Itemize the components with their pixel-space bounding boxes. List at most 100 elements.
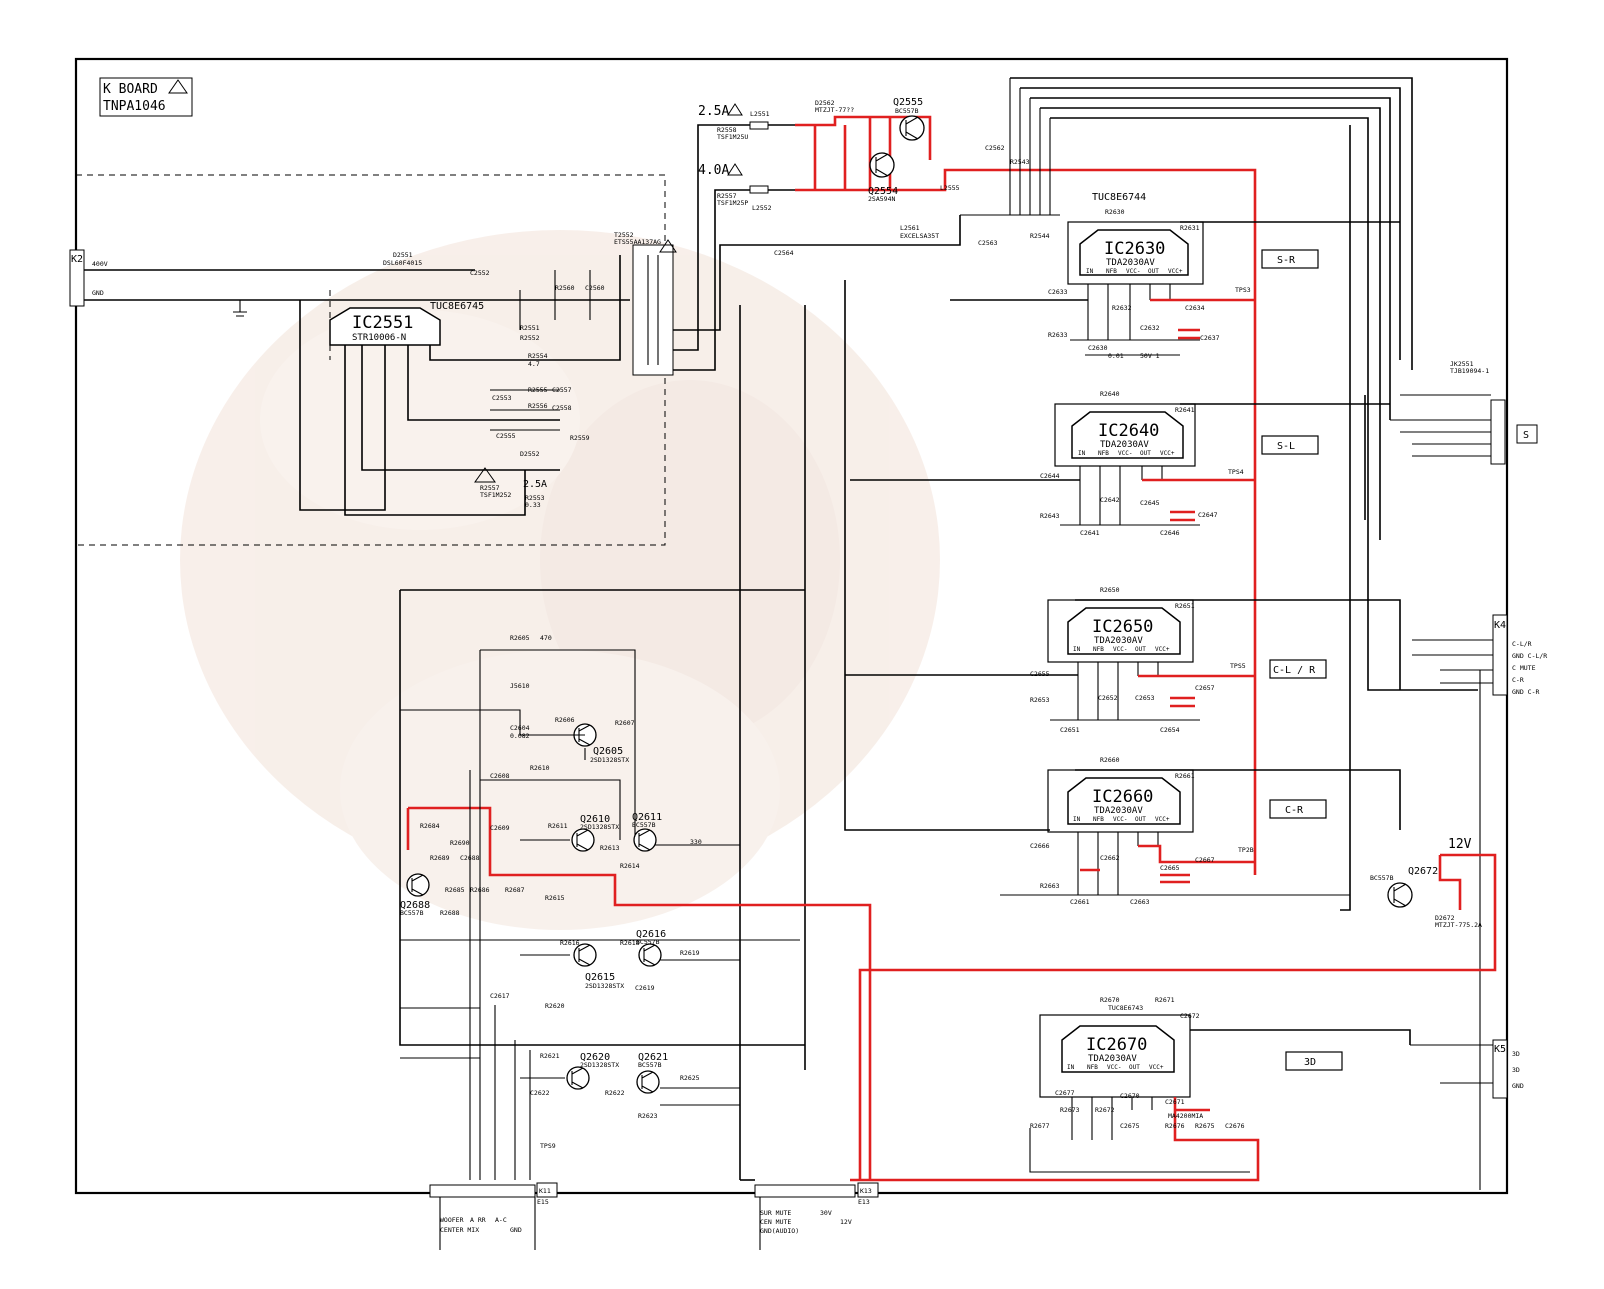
- ic2650: IC2650 TDA2030AV IN NFB VCC- OUT VCC+: [1047, 599, 1194, 663]
- ic2630-val-a: 0.01: [1108, 352, 1124, 360]
- q2621-label: Q2621: [638, 1052, 668, 1063]
- r2557-label: R2557: [480, 484, 500, 492]
- q2615: Q2615 2SD1328STX: [573, 943, 624, 990]
- red-trace-12v: [858, 853, 1497, 1180]
- tp-s5-label: TPS5: [1230, 662, 1246, 670]
- c2557-label: C2557: [552, 386, 572, 394]
- red-trace-reg-vert2: [813, 125, 847, 190]
- ic2650-pin-in: IN: [1073, 646, 1081, 653]
- l2561-part: EXCELSA35T: [900, 232, 939, 240]
- c2609-label: C2609: [490, 824, 510, 832]
- q2620: Q2620 2SD1328STX: [566, 1052, 619, 1090]
- c2655-label: C2655: [1030, 670, 1050, 678]
- r2685-label: R2685: [445, 886, 465, 894]
- k4-wires: [1412, 639, 1493, 1190]
- c2633-label: C2633: [1048, 288, 1068, 296]
- wire-ic2551-pin1: [344, 345, 526, 516]
- preamp-wires-a: [400, 649, 636, 840]
- k4-pin-5: GND C-R: [1512, 688, 1539, 696]
- c2667-label: C2667: [1195, 856, 1215, 864]
- q2555-part: BC557B: [895, 107, 919, 115]
- ground-symbol: [233, 300, 247, 317]
- connector-k11: K11 E15 WOOFER A RR A-C CENTER MIX GND: [429, 1182, 558, 1234]
- connector-e13-label: E13: [858, 1198, 870, 1206]
- d2551-part: DSL60F4015: [383, 259, 422, 267]
- ic2670-to-3d: [1190, 1029, 1411, 1045]
- ic2640-red-caps: [1170, 510, 1195, 522]
- ic2660-part: TDA2030AV: [1094, 806, 1143, 816]
- fuse-mid-warning-icon: [727, 163, 743, 176]
- fuse-top-current: 2.5A: [698, 104, 729, 119]
- red-trace-left-loop: [408, 806, 872, 1180]
- r2610-label: R2610: [530, 764, 550, 772]
- c2555-label: C2555: [496, 432, 516, 440]
- ic2640-part: TDA2030AV: [1100, 440, 1149, 450]
- r2630-label: R2630: [1105, 208, 1125, 216]
- connector-e15-label: E15: [537, 1198, 549, 1206]
- q2605-part: 2SD1328STX: [590, 756, 629, 764]
- q2616-part: BC557B: [636, 938, 660, 946]
- bus-left-loop: [399, 590, 805, 1046]
- c2647-label: C2647: [1198, 511, 1218, 519]
- ic2640-pin-nfb: NFB: [1098, 450, 1109, 457]
- q2688: Q2688 BC557B: [400, 873, 430, 917]
- r2651-label: R2651: [1175, 602, 1195, 610]
- connector-k5: K5 3D 3D GND: [1492, 1039, 1524, 1099]
- ic2650-pin-vcc-plus: VCC+: [1155, 646, 1170, 653]
- ic2551-tag: TUC8E6745: [430, 301, 484, 312]
- bus-top-1: [1010, 77, 1413, 370]
- wire-ic2551-pin3: [299, 300, 386, 511]
- jack-s-label: S: [1523, 430, 1529, 441]
- ic2640-pin-vcc-minus: VCC-: [1118, 450, 1132, 457]
- ic2630-pin-out: OUT: [1148, 268, 1159, 275]
- bus-top-3: [1030, 97, 1391, 420]
- ic2630-val-b: 50V 1: [1140, 352, 1160, 360]
- transformer-ref: T2552: [614, 231, 634, 239]
- r2689-label: R2689: [430, 854, 450, 862]
- q2605-label: Q2605: [593, 746, 623, 757]
- q2555-label: Q2555: [893, 97, 923, 108]
- r2671-label: R2671: [1155, 996, 1175, 1004]
- red-trace-reg-vert: [868, 117, 892, 190]
- ic2670-ref: IC2670: [1086, 1035, 1147, 1055]
- q2621: Q2621 BC557B: [636, 1052, 668, 1094]
- k4-pin-3: C MUTE: [1512, 664, 1536, 672]
- board-name: K BOARD: [103, 82, 158, 97]
- q2554: Q2554 2SA594N: [868, 152, 898, 203]
- preamp-wires-c: [400, 939, 800, 1059]
- ic2630-ref: IC2630: [1104, 239, 1165, 259]
- r2558-part: TSF1M25U: [717, 133, 748, 141]
- tp-s9-label: TPS9: [540, 1142, 556, 1150]
- r2605-label: R2605: [510, 634, 530, 642]
- q2611-part: BC557B: [632, 821, 656, 829]
- wire-sec-3: [673, 215, 961, 331]
- r2675-label: R2675: [1195, 1122, 1215, 1130]
- k11-pin-1: WOOFER: [440, 1216, 464, 1224]
- r2622-label: R2622: [605, 1089, 625, 1097]
- ic2640: IC2640 TDA2030AV IN NFB VCC- OUT VCC+: [1054, 403, 1196, 467]
- ic2630-pin-in: IN: [1086, 268, 1094, 275]
- q2611-label: Q2611: [632, 812, 662, 823]
- q2621-part: BC557B: [638, 1061, 662, 1069]
- l2561-label: L2561: [900, 224, 920, 232]
- channel-box-c-l-r: [1269, 659, 1327, 679]
- ic2650-part: TDA2030AV: [1094, 636, 1143, 646]
- ic2670-bottom: [1029, 1128, 1250, 1173]
- k2-pin-400v: 400V: [92, 260, 108, 268]
- c2671-label: C2671: [1165, 1098, 1185, 1106]
- k11-ground-wires: [439, 1197, 536, 1250]
- r2660-label: R2660: [1100, 756, 1120, 764]
- c2558-label: C2558: [552, 404, 572, 412]
- c2637-label: C2637: [1200, 334, 1220, 342]
- d2670-part: TUC8E6743: [1108, 1004, 1143, 1012]
- r2687-label: R2687: [505, 886, 525, 894]
- c2630-label: C2630: [1088, 344, 1108, 352]
- c2666-label: C2666: [1030, 842, 1050, 850]
- ic2660-pin-in: IN: [1073, 816, 1081, 823]
- c2670-label: C2670: [1120, 1092, 1140, 1100]
- ic2660-pin-vcc-plus: VCC+: [1155, 816, 1170, 823]
- c2672-label: C2672: [1180, 1012, 1200, 1020]
- k11-pin-2: A RR: [470, 1216, 486, 1224]
- ic2650-feedback: [1075, 599, 1401, 690]
